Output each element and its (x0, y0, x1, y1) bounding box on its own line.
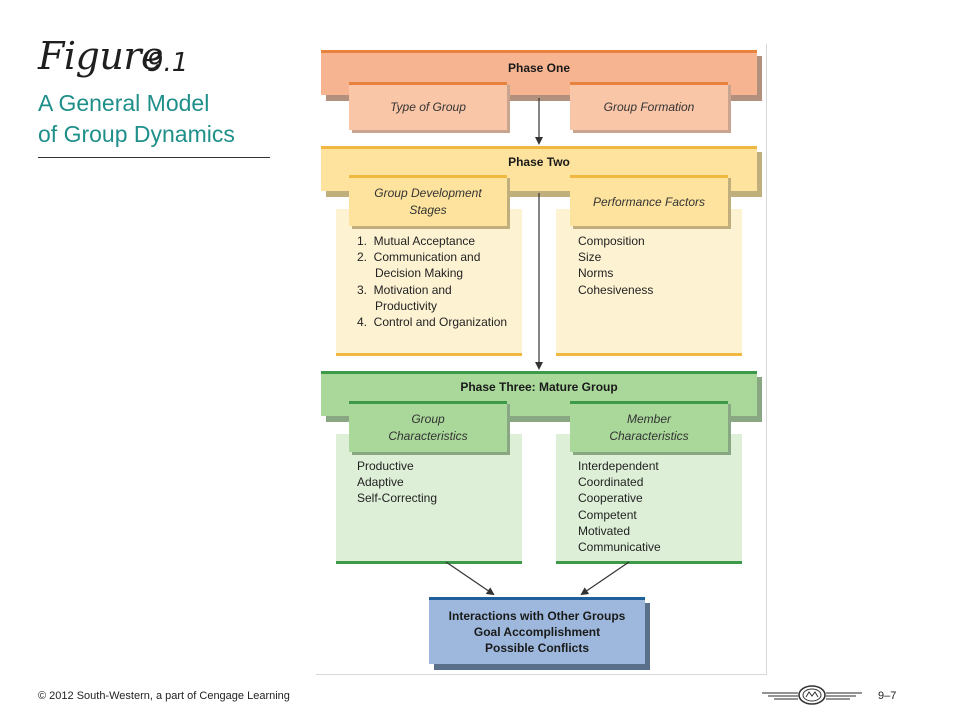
development-stages-title-2: Stages (409, 203, 447, 217)
outcome-line: Possible Conflicts (484, 641, 590, 655)
list-item: Norms (578, 266, 614, 281)
winged-emblem-icon (762, 685, 862, 705)
group-characteristics-panel (336, 434, 522, 564)
list-item: Coordinated (578, 475, 644, 490)
performance-factors-header: Performance Factors (570, 175, 728, 226)
development-stages-panel (336, 209, 522, 356)
performance-factors-panel (556, 209, 742, 356)
list-item: Communicative (578, 540, 661, 555)
group-characteristics-list: Productive Adaptive Self-Correcting (357, 458, 507, 507)
copyright-text: © 2012 South-Western, a part of Cengage … (38, 690, 290, 702)
list-item: 3. Motivation and Productivity (357, 282, 452, 313)
member-characteristics-list: Interdependent Coordinated Cooperative C… (578, 458, 728, 555)
member-characteristics-title-2: Characteristics (609, 429, 689, 443)
phase-three-label: Phase Three: Mature Group (460, 380, 618, 394)
list-item: Interdependent (578, 459, 659, 473)
type-of-group-label: Type of Group (390, 100, 466, 114)
member-characteristics-title-1: Member (626, 412, 671, 426)
development-stages-header: Group Development Stages (349, 175, 507, 226)
list-item: 1. Mutual Acceptance (357, 234, 476, 248)
page-title-line-2: of Group Dynamics (38, 121, 235, 147)
outcome-box: Interactions with Other Groups Goal Acco… (429, 597, 645, 664)
list-item: 2. Communication and Decision Making (357, 250, 481, 281)
group-formation-box: Group Formation (570, 82, 728, 130)
type-of-group-box: Type of Group (349, 82, 507, 130)
performance-factors-title: Performance Factors (592, 194, 706, 209)
title-divider (38, 157, 270, 158)
list-item: Competent (578, 507, 637, 522)
development-stages-title-1: Group Development (374, 186, 482, 200)
phase-two-label: Phase Two (508, 155, 570, 169)
figure-word: Figure (38, 34, 163, 78)
diagram-panel (316, 44, 767, 675)
list-item: Composition (578, 234, 645, 248)
group-characteristics-title-2: Characteristics (388, 429, 468, 443)
list-item: Motivated (578, 523, 631, 538)
page-title-line-1: A General Model (38, 90, 210, 116)
outcome-line: Interactions with Other Groups (448, 609, 626, 623)
member-characteristics-panel (556, 434, 742, 564)
phase-one-label: Phase One (507, 61, 571, 75)
page-number: 9–7 (878, 690, 897, 702)
member-characteristics-header: Member Characteristics (570, 401, 728, 452)
list-item: Size (578, 250, 602, 265)
outcome-line: Goal Accomplishment (473, 625, 601, 639)
group-formation-label: Group Formation (603, 100, 695, 114)
group-characteristics-title-1: Group (411, 412, 445, 426)
figure-number: 9.1 (147, 48, 189, 78)
development-stages-list: 1. Mutual Acceptance 2. Communication an… (357, 233, 517, 330)
list-item: Adaptive (357, 475, 404, 490)
group-characteristics-header: Group Characteristics (349, 401, 507, 452)
list-item: Productive (357, 459, 414, 473)
list-item: Cohesiveness (578, 282, 654, 297)
list-item: 4. Control and Organization (357, 315, 508, 330)
performance-factors-list: Composition Size Norms Cohesiveness (578, 233, 728, 298)
list-item: Self-Correcting (357, 491, 438, 506)
list-item: Cooperative (578, 491, 643, 506)
